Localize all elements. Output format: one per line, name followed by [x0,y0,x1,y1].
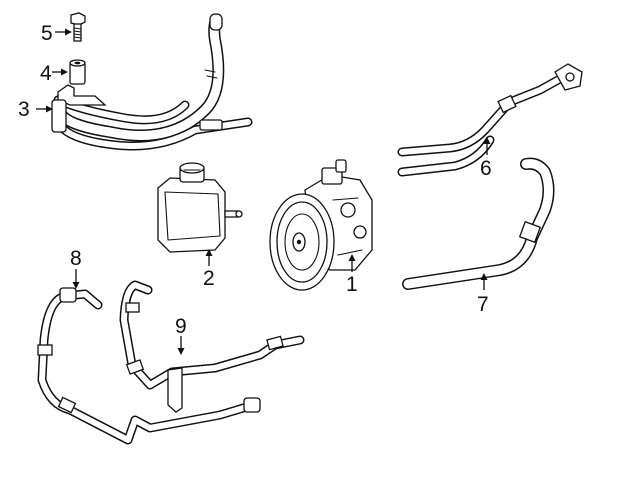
part-6-pressure-line [397,63,583,177]
part-8-cooler-line [37,287,261,445]
callout-3: 3 [18,98,30,121]
callout-4: 4 [40,62,52,85]
callout-8: 8 [70,247,82,270]
part-2-reservoir [157,162,243,253]
part-9-pressure-hose [119,280,305,413]
callout-9: 9 [175,315,187,338]
part-3-hose-assembly [51,13,253,151]
callout-6: 6 [480,157,492,180]
callout-5: 5 [41,22,53,45]
part-7-return-hose [402,157,555,290]
callout-7: 7 [477,293,489,316]
part-1-pump [269,159,373,291]
callout-1: 1 [346,273,358,296]
part-4-sleeve [69,59,86,85]
part-5-bolt [70,12,86,42]
callout-leaders [36,28,491,355]
callout-2: 2 [203,267,215,290]
